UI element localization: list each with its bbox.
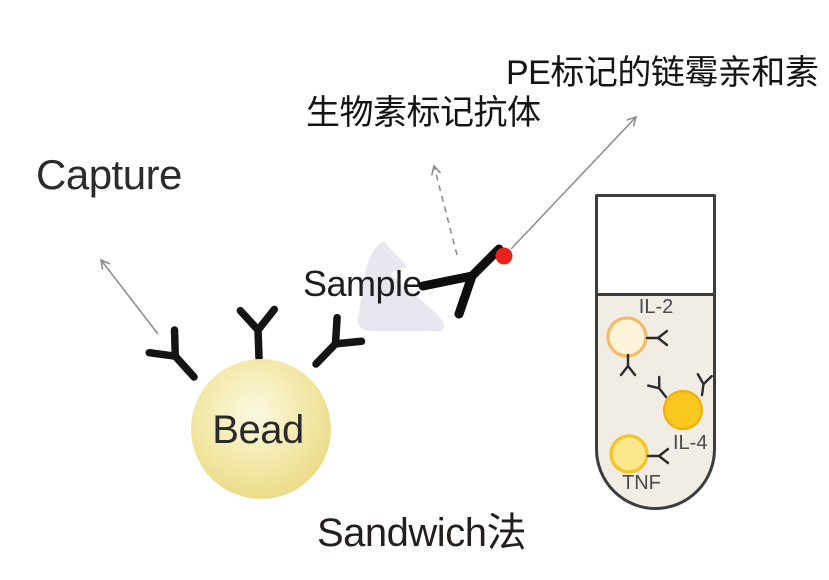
pe-dot-icon (495, 247, 513, 265)
sample-antigen-blob (357, 241, 445, 332)
il4-bead-icon (609, 434, 649, 474)
sample-label: Sample (303, 263, 422, 304)
capture-label: Capture (36, 151, 182, 198)
method-title: Sandwich法 (317, 511, 526, 555)
capture-arrow (99, 258, 159, 335)
biotin-antibody-label: 生物素标记抗体 (306, 94, 541, 132)
biotin-antibody-arrow (430, 164, 458, 256)
pe-streptavidin-label: PE标记的链霉亲和素 (506, 54, 818, 92)
il2-label: IL-2 (639, 296, 673, 318)
capture-antibody-icon (145, 326, 198, 381)
detection-antibody-icon (418, 244, 504, 319)
tube-antibody-icon (646, 375, 668, 399)
tube-outline (595, 194, 716, 510)
il2-bead-icon (606, 316, 648, 358)
tube-antibody-icon (696, 373, 713, 397)
test-tube: IL-2 IL-4 TNF (595, 194, 716, 510)
bead-label: Bead (212, 408, 303, 452)
tnf-label: TNF (622, 472, 661, 494)
capture-antibody-icon (312, 313, 366, 368)
tube-antibody-icon (646, 447, 670, 465)
pe-streptavidin-arrow (510, 115, 638, 250)
capture-antibody-icon (236, 305, 279, 362)
gold-bead-icon (662, 389, 704, 431)
tube-antibody-icon (645, 329, 669, 347)
main-bead (191, 359, 331, 499)
capture-antibodies (145, 305, 366, 381)
il4-label: IL-4 (673, 432, 707, 454)
tube-antibody-icon (619, 353, 637, 377)
